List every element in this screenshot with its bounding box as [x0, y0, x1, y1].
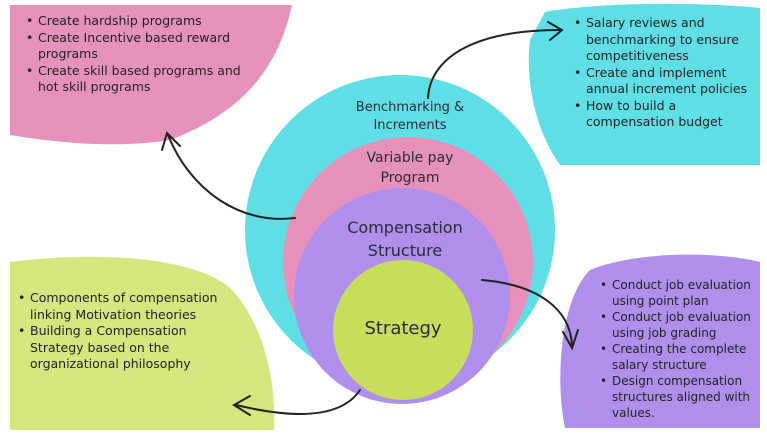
list-item: Components of compensation linking Motiv…: [16, 290, 231, 323]
list-item: Salary reviews and benchmarking to ensur…: [572, 15, 757, 65]
variable-pay-box: Create hardship programs Create Incentiv…: [24, 13, 256, 96]
list-item: Create skill based programs and hot skil…: [24, 63, 256, 96]
strategy-label: Strategy: [364, 318, 442, 339]
arrowhead-icon: [161, 131, 181, 151]
list-item: Conduct job evaluation using job grading: [598, 309, 763, 341]
strategy-circle: [333, 260, 473, 400]
arrow-to-structure: [481, 279, 573, 346]
variable-pay-label: Variable pay Program: [366, 150, 454, 186]
list-item: Design compensation structures aligned w…: [598, 373, 763, 421]
benchmarking-label: Benchmarking & Increments: [355, 100, 465, 133]
arrow-to-variable-pay: [167, 134, 296, 220]
list-item: Creating the complete salary structure: [598, 341, 763, 373]
arrowhead-icon: [547, 21, 564, 41]
strategy-box: Components of compensation linking Motiv…: [16, 290, 231, 373]
compensation-structure-label: Compensation Structure: [347, 218, 463, 260]
list-item: How to build a compensation budget: [572, 98, 757, 131]
arrow-to-benchmarking: [427, 29, 561, 99]
arrowhead-icon: [232, 395, 251, 416]
arrow-to-strategy: [235, 389, 361, 416]
list-item: Conduct job evaluation using point plan: [598, 277, 763, 309]
list-item: Create Incentive based reward programs: [24, 30, 256, 63]
list-item: Building a Compensation Strategy based o…: [16, 323, 231, 373]
list-item: Create hardship programs: [24, 13, 256, 30]
benchmarking-box: Salary reviews and benchmarking to ensur…: [572, 15, 757, 131]
arrowhead-icon: [562, 329, 579, 351]
compensation-structure-box: Conduct job evaluation using point plan …: [598, 277, 763, 421]
list-item: Create and implement annual increment po…: [572, 65, 757, 98]
